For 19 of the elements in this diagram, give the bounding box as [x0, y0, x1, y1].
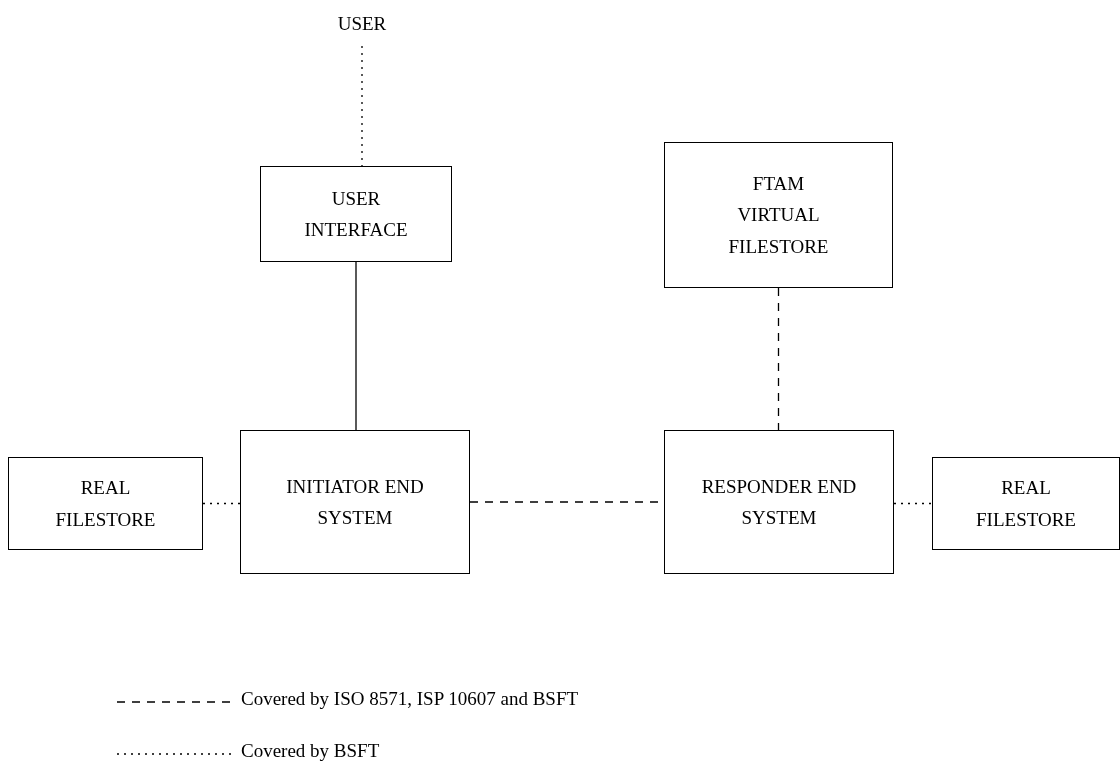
system-box: [240, 430, 470, 574]
system-box: [260, 166, 452, 262]
system-box: [664, 142, 893, 288]
legend-text: Covered by BSFT: [241, 740, 380, 762]
box-label: RESPONDER END SYSTEM: [700, 474, 858, 530]
box-label: REAL FILESTORE: [54, 476, 157, 532]
box-label: INITIATOR END SYSTEM: [285, 474, 425, 530]
node-label: USER: [337, 12, 387, 37]
system-box: [932, 457, 1120, 550]
system-box: [664, 430, 894, 574]
system-box: [8, 457, 203, 550]
box-label: USER INTERFACE: [303, 186, 409, 242]
connector-line: [202, 502, 241, 505]
legend-text: Covered by ISO 8571, ISP 10607 and BSFT: [241, 688, 579, 710]
connector-line: [893, 502, 933, 505]
box-label: REAL FILESTORE: [975, 476, 1077, 532]
box-label: FTAM VIRTUAL FILESTORE: [727, 172, 830, 259]
connector-line: [355, 261, 357, 431]
connector-line: [777, 287, 780, 431]
